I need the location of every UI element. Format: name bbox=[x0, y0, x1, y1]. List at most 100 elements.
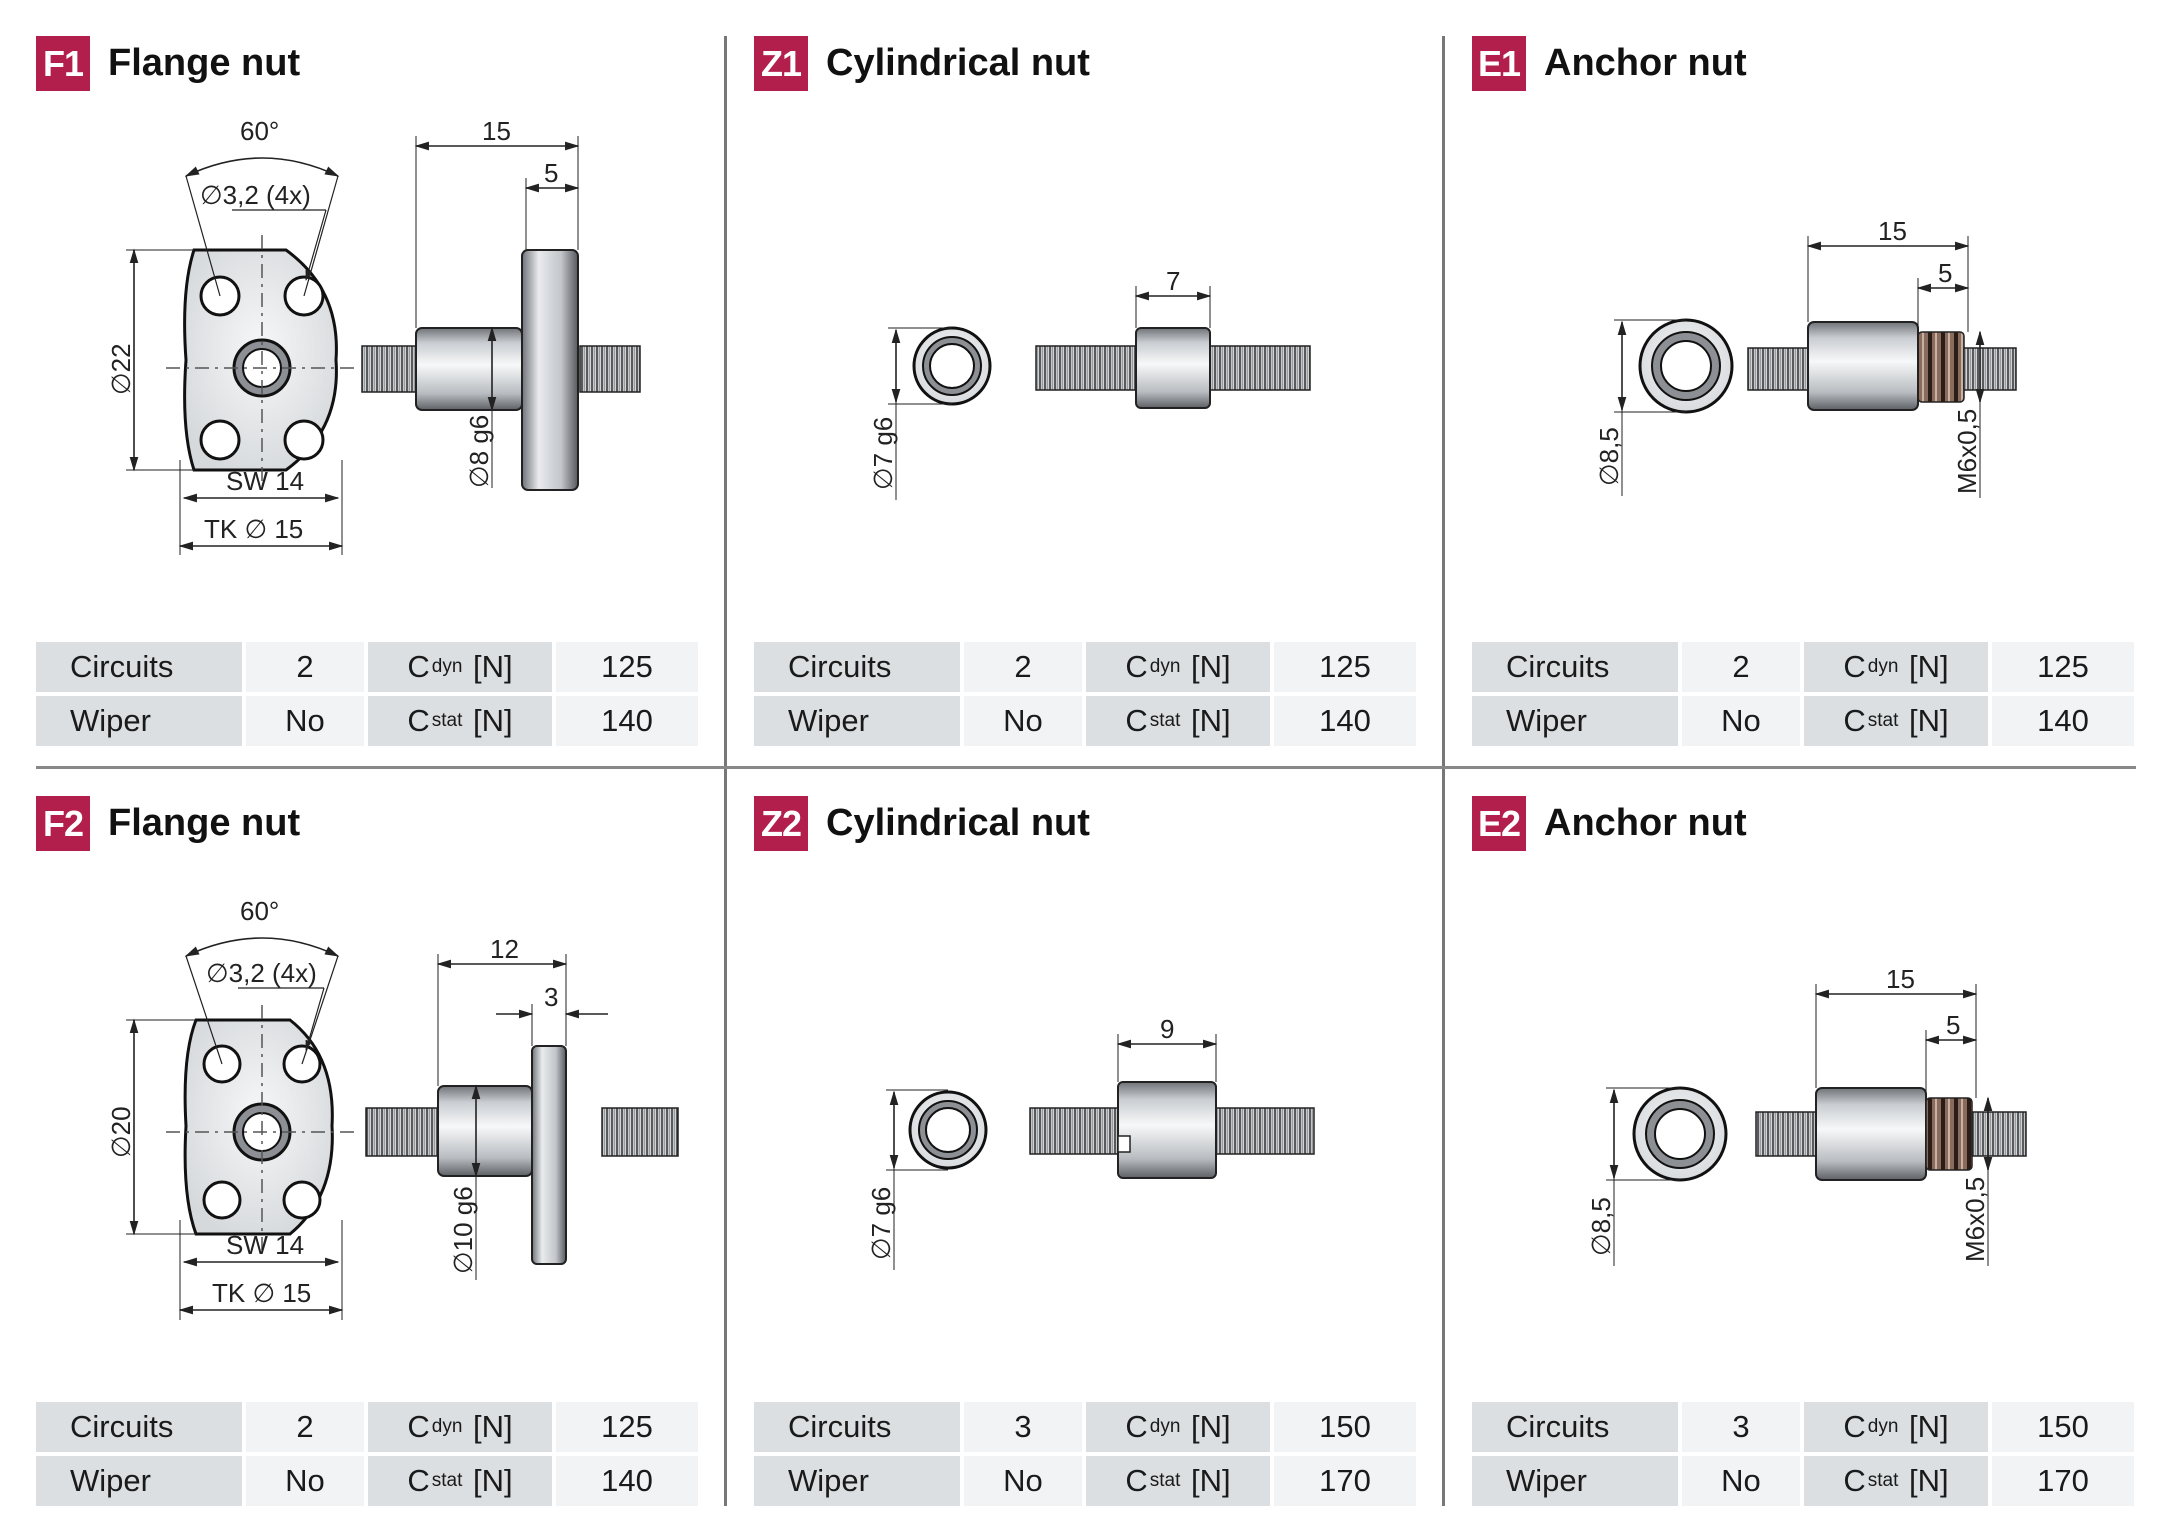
column-divider-2 bbox=[1442, 36, 1445, 1506]
dim-length: 15 bbox=[1886, 964, 1915, 994]
value-circuits: 2 bbox=[246, 642, 364, 692]
label-circuits: Circuits bbox=[1472, 642, 1678, 692]
value-circuits: 3 bbox=[964, 1402, 1082, 1452]
label-circuits: Circuits bbox=[36, 1402, 242, 1452]
dim-tk: TK ∅ 15 bbox=[212, 1278, 311, 1308]
dim-thread: M6x0,5 bbox=[1952, 409, 1982, 494]
dim-diameter: ∅7 g6 bbox=[868, 417, 898, 490]
dim-diameter: ∅8,5 bbox=[1586, 1197, 1616, 1256]
product-title: Cylindrical nut bbox=[826, 42, 1090, 84]
value-cstat: 140 bbox=[556, 1456, 698, 1506]
value-wiper: No bbox=[246, 696, 364, 746]
dim-length: 15 bbox=[1878, 216, 1907, 246]
dim-thread-length: 5 bbox=[1946, 1010, 1960, 1040]
value-cdyn: 150 bbox=[1992, 1402, 2134, 1452]
product-code-badge: F2 bbox=[36, 796, 90, 851]
dim-holes: ∅3,2 (4x) bbox=[206, 958, 317, 988]
value-cdyn: 150 bbox=[1274, 1402, 1416, 1452]
technical-drawing: 60° ∅3,2 (4x) ∅20 SW 14 TK ∅ 15 12 bbox=[36, 870, 698, 1390]
value-cstat: 140 bbox=[1992, 696, 2134, 746]
dim-thread-length: 5 bbox=[1938, 258, 1952, 288]
value-circuits: 2 bbox=[964, 642, 1082, 692]
dim-outer: ∅22 bbox=[106, 343, 136, 395]
dim-flange: 3 bbox=[544, 982, 558, 1012]
label-wiper: Wiper bbox=[754, 696, 960, 746]
value-wiper: No bbox=[964, 1456, 1082, 1506]
label-wiper: Wiper bbox=[754, 1456, 960, 1506]
product-code-badge: E2 bbox=[1472, 796, 1526, 851]
product-code-badge: Z2 bbox=[754, 796, 808, 851]
dim-length: 7 bbox=[1166, 266, 1180, 296]
product-title: Anchor nut bbox=[1544, 802, 1747, 844]
row-divider bbox=[36, 766, 2136, 769]
value-cstat: 140 bbox=[1274, 696, 1416, 746]
value-circuits: 3 bbox=[1682, 1402, 1800, 1452]
value-wiper: No bbox=[1682, 1456, 1800, 1506]
value-cdyn: 125 bbox=[556, 1402, 698, 1452]
technical-drawing: ∅8,5 15 5 M6x0,5 bbox=[1472, 110, 2134, 630]
dim-sw: SW 14 bbox=[226, 1230, 304, 1260]
dim-length: 15 bbox=[482, 116, 511, 146]
value-cstat: 170 bbox=[1992, 1456, 2134, 1506]
label-wiper: Wiper bbox=[36, 696, 242, 746]
dim-length: 12 bbox=[490, 934, 519, 964]
technical-drawing: ∅8,5 15 5 M6x0,5 bbox=[1472, 870, 2134, 1390]
product-title: Flange nut bbox=[108, 42, 301, 84]
value-circuits: 2 bbox=[246, 1402, 364, 1452]
product-title: Flange nut bbox=[108, 802, 301, 844]
dim-diameter: ∅7 g6 bbox=[866, 1187, 896, 1260]
technical-drawing: ∅7 g6 7 bbox=[754, 110, 1416, 630]
dim-angle: 60° bbox=[240, 896, 279, 926]
label-circuits: Circuits bbox=[36, 642, 242, 692]
dim-angle: 60° bbox=[240, 116, 279, 146]
value-cstat: 170 bbox=[1274, 1456, 1416, 1506]
dim-flange: 5 bbox=[544, 158, 558, 188]
product-code-badge: Z1 bbox=[754, 36, 808, 91]
value-wiper: No bbox=[964, 696, 1082, 746]
dim-sw: SW 14 bbox=[226, 466, 304, 496]
panel-f1-flange-nut: F1 Flange nut 60° ∅3,2 (4x) bbox=[36, 0, 698, 746]
value-cdyn: 125 bbox=[1274, 642, 1416, 692]
dim-shaft: ∅8 g6 bbox=[464, 415, 494, 488]
product-code-badge: F1 bbox=[36, 36, 90, 91]
product-code-badge: E1 bbox=[1472, 36, 1526, 91]
dim-tk: TK ∅ 15 bbox=[204, 514, 303, 544]
dim-holes: ∅3,2 (4x) bbox=[200, 180, 311, 210]
dim-length: 9 bbox=[1160, 1014, 1174, 1044]
label-wiper: Wiper bbox=[36, 1456, 242, 1506]
value-cstat: 140 bbox=[556, 696, 698, 746]
panel-f2-flange-nut: F2 Flange nut 60° ∅3,2 (4x) ∅20 SW bbox=[36, 760, 698, 1506]
technical-drawing: ∅7 g6 9 bbox=[754, 870, 1416, 1390]
label-circuits: Circuits bbox=[754, 1402, 960, 1452]
panel-e1-anchor-nut: E1 Anchor nut ∅8,5 15 5 M6x0,5 bbox=[1472, 0, 2134, 746]
dim-thread: M6x0,5 bbox=[1960, 1177, 1990, 1262]
value-wiper: No bbox=[1682, 696, 1800, 746]
product-title: Anchor nut bbox=[1544, 42, 1747, 84]
column-divider-1 bbox=[724, 36, 727, 1506]
label-circuits: Circuits bbox=[1472, 1402, 1678, 1452]
value-cdyn: 125 bbox=[1992, 642, 2134, 692]
value-wiper: No bbox=[246, 1456, 364, 1506]
dim-shaft: ∅10 g6 bbox=[448, 1186, 478, 1274]
label-wiper: Wiper bbox=[1472, 1456, 1678, 1506]
dim-outer: ∅20 bbox=[106, 1106, 136, 1158]
